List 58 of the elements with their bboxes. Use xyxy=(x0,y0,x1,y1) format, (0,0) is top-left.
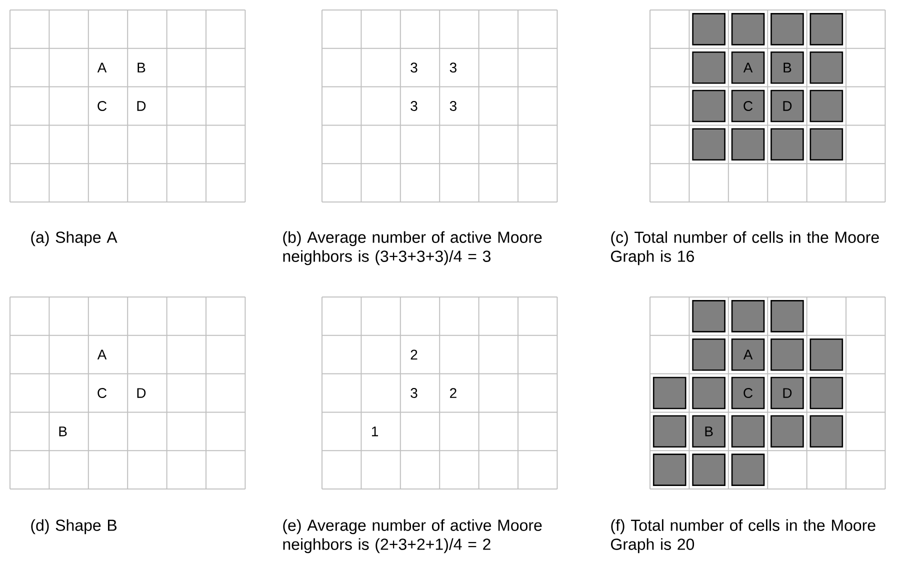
cell-letter: B xyxy=(138,62,146,72)
filled-cell xyxy=(692,128,726,161)
caption: (d) Shape B xyxy=(31,519,116,534)
filled-cell xyxy=(692,376,726,410)
filled-cell xyxy=(731,300,765,332)
filled-cell xyxy=(652,376,686,410)
cell-letter: A xyxy=(97,350,107,360)
filled-cell xyxy=(731,13,765,46)
filled-cell: C xyxy=(731,90,765,122)
cell-letter: D xyxy=(137,388,146,398)
filled-cell xyxy=(810,338,844,371)
filled-cell xyxy=(810,128,844,161)
cell-number: 3 xyxy=(450,101,456,111)
cell-number: 3 xyxy=(410,101,418,111)
cell-number: 2 xyxy=(410,350,418,360)
filled-cell xyxy=(692,51,726,84)
filled-cell xyxy=(692,338,726,371)
cell-number: 3 xyxy=(410,62,418,73)
filled-cell xyxy=(810,90,844,122)
filled-cell xyxy=(692,90,726,122)
cell-number: 2 xyxy=(450,388,456,398)
caption: (b) Average number of active Moore neighbors is (3+3+3+3)/4 = 3 xyxy=(283,231,542,266)
filled-cell xyxy=(731,454,765,486)
cell-letter: D xyxy=(137,101,146,111)
caption: (e) Average number of active Moore neighbors is (2+3+2+1)/4 = 2 xyxy=(283,519,542,554)
filled-cell xyxy=(692,300,726,332)
filled-cell xyxy=(692,454,726,486)
filled-cell xyxy=(810,13,844,46)
cell-number: 1 xyxy=(372,426,378,436)
filled-cell xyxy=(652,415,686,448)
cell-letter: A xyxy=(97,62,107,72)
filled-cell xyxy=(731,415,765,448)
filled-cell xyxy=(770,415,804,448)
cell-number: 3 xyxy=(410,388,418,398)
caption: (f) Total number of cells in the Moore Graph is 20 xyxy=(611,519,876,554)
filled-cell xyxy=(731,128,765,161)
filled-cell: B xyxy=(770,51,804,84)
filled-cell xyxy=(652,454,686,486)
filled-cell: B xyxy=(692,415,726,448)
caption: (a) Shape A xyxy=(31,231,118,246)
filled-cell xyxy=(810,415,844,448)
caption: (c) Total number of cells in the Moore Graph is 16 xyxy=(611,231,879,266)
filled-cell xyxy=(770,300,804,332)
filled-cell xyxy=(810,51,844,84)
filled-cell: D xyxy=(770,90,804,122)
filled-cell xyxy=(770,128,804,161)
filled-cell xyxy=(810,376,844,410)
cell-letter: C xyxy=(98,388,107,398)
cell-letter: B xyxy=(59,426,67,436)
filled-cell xyxy=(770,338,804,371)
filled-cell xyxy=(770,13,804,46)
filled-cell: A xyxy=(731,51,765,84)
filled-cell: C xyxy=(731,376,765,410)
filled-cell: A xyxy=(731,338,765,371)
cell-letter: C xyxy=(98,101,107,111)
cell-number: 3 xyxy=(450,62,456,73)
filled-cell xyxy=(692,13,726,46)
filled-cell: D xyxy=(770,376,804,410)
